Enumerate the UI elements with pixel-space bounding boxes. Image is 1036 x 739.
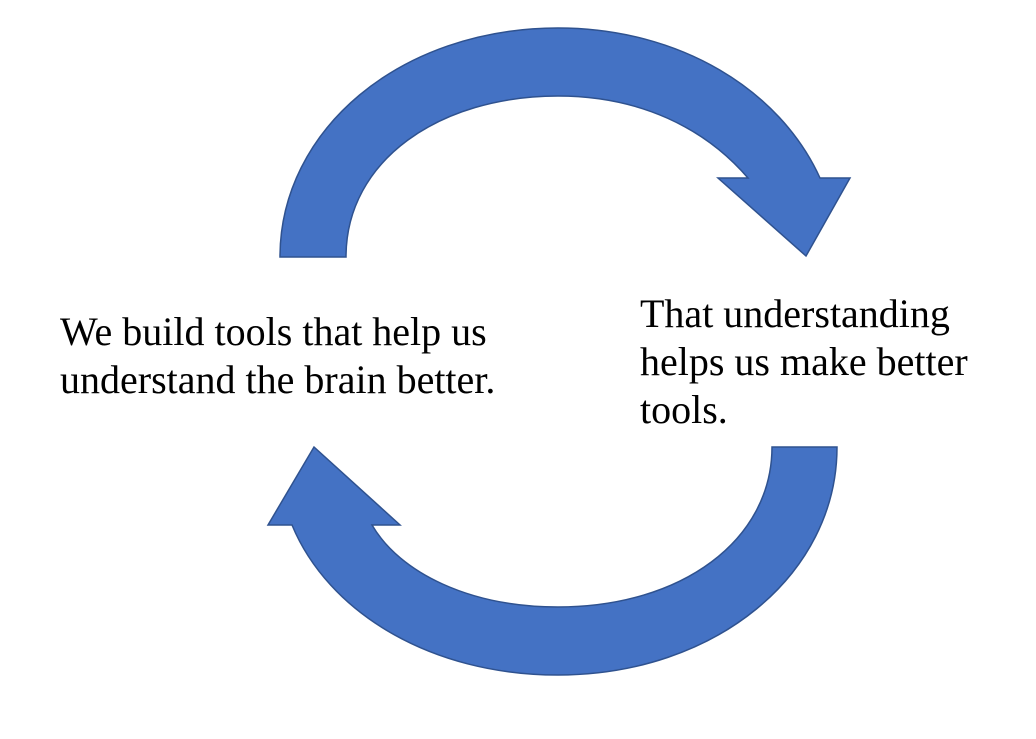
left-statement: We build tools that help us understand t…: [60, 308, 495, 404]
bottom-cycle-arrow: [266, 445, 838, 676]
top-cycle-arrow: [279, 27, 852, 258]
right-statement-line-3: tools.: [640, 387, 728, 432]
left-statement-line-1: We build tools that help us: [60, 309, 487, 354]
right-statement: That understanding helps us make better …: [640, 290, 968, 434]
right-statement-line-1: That understanding: [640, 291, 950, 336]
right-statement-line-2: helps us make better: [640, 339, 968, 384]
left-statement-line-2: understand the brain better.: [60, 357, 496, 402]
